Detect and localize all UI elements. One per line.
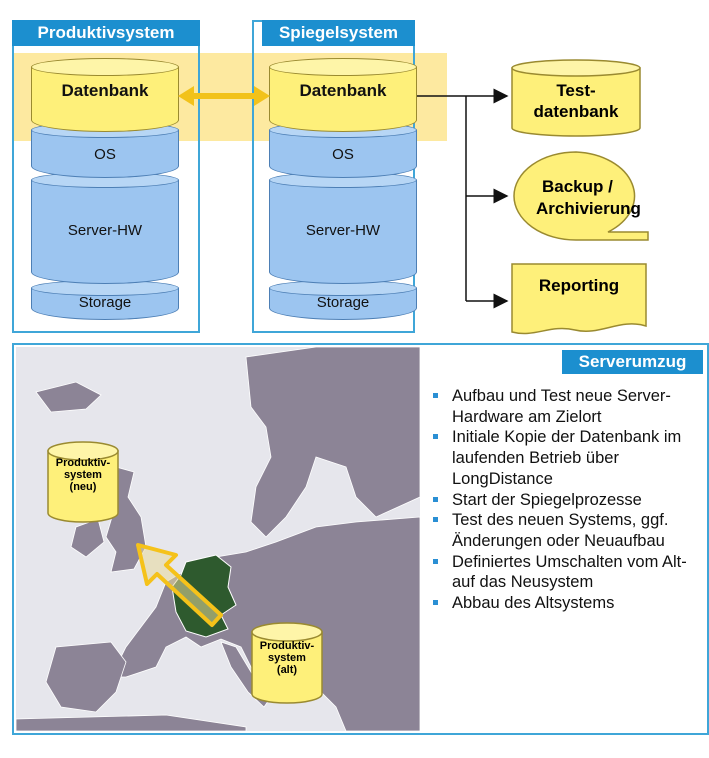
- connector-lines: [178, 59, 649, 335]
- old-system-label: Produktiv- system (alt): [259, 640, 315, 676]
- list-item: Test des neuen Systems, ggf. Änderungen …: [427, 510, 705, 551]
- production-storage-label: Storage: [78, 294, 132, 311]
- backup-label: Backup / Archivierung: [536, 177, 641, 218]
- mirror-server-hw-label: Server-HW: [305, 222, 381, 239]
- migration-arrow: [136, 543, 223, 627]
- mirror-database-cylinder: Datenbank: [269, 58, 417, 132]
- europe-map: [16, 347, 420, 731]
- branch-arrows: [417, 88, 509, 309]
- test-database-label: Test- datenbank: [533, 81, 619, 121]
- backup-tape-shape: [513, 151, 649, 241]
- mirror-storage-cylinder: Storage: [269, 280, 417, 320]
- list-item: Initiale Kopie der Datenbank im laufende…: [427, 427, 705, 489]
- mirror-system-header: Spiegelsystem: [262, 20, 415, 46]
- sync-double-arrow: [178, 86, 270, 106]
- migration-panel: [12, 343, 709, 735]
- production-database-label: Datenbank: [61, 81, 149, 100]
- production-database-cylinder: Datenbank: [31, 58, 179, 132]
- test-database-cylinder: [511, 59, 641, 137]
- new-system-label: Produktiv- system (neu): [55, 457, 111, 493]
- bullet-icon: [433, 517, 438, 523]
- production-os-label: OS: [94, 146, 116, 163]
- bullet-icon: [433, 496, 438, 502]
- list-item: Abbau des Altsystems: [427, 593, 705, 614]
- mirror-os-label: OS: [332, 146, 354, 163]
- mirror-database-label: Datenbank: [299, 81, 387, 100]
- list-item: Start der Spiegelprozesse: [427, 490, 705, 511]
- migration-steps-list: Aufbau und Test neue Server-Hardware am …: [427, 386, 705, 614]
- list-item: Definiertes Umschalten vom Alt- auf das …: [427, 552, 705, 593]
- old-system-cylinder: [251, 622, 323, 704]
- production-server-hw-label: Server-HW: [67, 222, 143, 239]
- europe-map-graphic: [16, 347, 420, 731]
- production-system-header: Produktivsystem: [12, 20, 200, 46]
- server-migration-header: Serverumzug: [562, 350, 703, 374]
- bullet-icon: [433, 600, 438, 606]
- reporting-document-shape: [511, 263, 647, 335]
- production-storage-cylinder: Storage: [31, 280, 179, 320]
- new-system-cylinder: [47, 441, 119, 523]
- mirror-storage-label: Storage: [316, 294, 370, 311]
- bullet-icon: [433, 558, 438, 564]
- production-server-hw-cylinder: Server-HW: [31, 172, 179, 284]
- list-item: Aufbau und Test neue Server-Hardware am …: [427, 386, 705, 427]
- bullet-icon: [433, 434, 438, 440]
- reporting-label: Reporting: [538, 276, 620, 295]
- bullet-icon: [433, 393, 438, 398]
